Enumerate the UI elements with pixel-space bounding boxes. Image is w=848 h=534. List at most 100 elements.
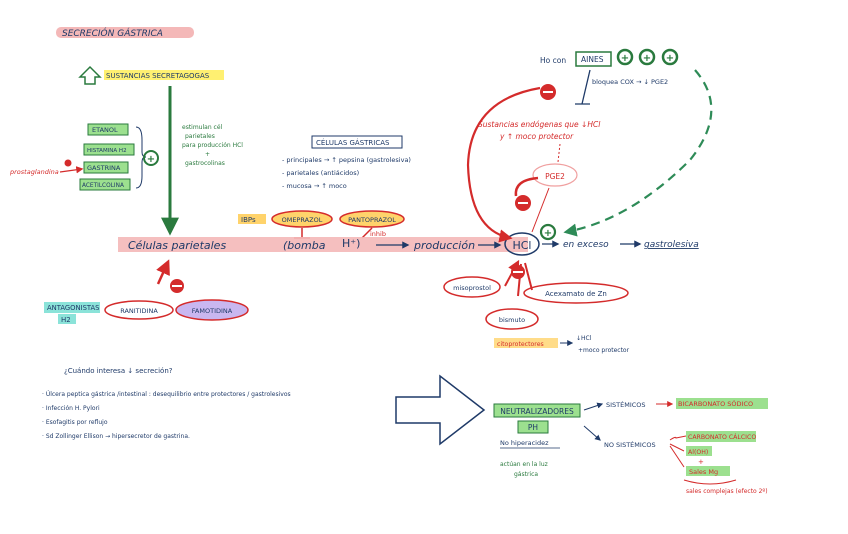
aines-prefix: Ho con: [540, 56, 566, 65]
production-label: producción: [413, 239, 475, 252]
aloh-highlight: [686, 446, 712, 456]
parietal-cells: Células parietales: [128, 239, 226, 252]
question-item: · Sd Zollinger Ellison → hipersecretor d…: [42, 433, 190, 440]
plus-sign: +: [544, 228, 552, 239]
pge2-to-hcl: [531, 187, 550, 233]
triple-plus-icons: + + +: [616, 48, 679, 66]
systemic-label: SISTÉMICOS: [606, 400, 646, 409]
question-item: · Infección H. Pylori: [42, 405, 100, 412]
omeprazol-pill: [271, 210, 333, 228]
stimulus-item: GASTRINA: [87, 164, 121, 172]
hplus-label: H⁺): [342, 237, 360, 250]
protector-arrow: [524, 262, 533, 291]
neutralizers-note: No hiperacidez: [500, 439, 549, 447]
ibp-label: IBPs: [241, 216, 256, 224]
note-line: gastrocolinas: [185, 160, 225, 167]
question-item: · Esofagitis por reflujo: [42, 419, 108, 426]
main-line-highlight: [118, 237, 528, 252]
big-outline-arrow-icon: [395, 374, 486, 446]
minus-sign: [172, 285, 182, 287]
endogenous-line-1: Sustancias endógenas que ↓HCl: [478, 120, 601, 129]
aines-stimulation-dashed: [563, 69, 713, 237]
neutralizers-label: NEUTRALIZADORES: [500, 407, 574, 416]
plus-circle-icon: [143, 150, 159, 166]
stimulus-box: [87, 123, 129, 136]
misoprostol-label: misoprostol: [453, 284, 491, 292]
h2-antagonist-arrow: [156, 259, 170, 285]
stimulus-box: [83, 161, 129, 174]
hcl-label: HCl: [512, 239, 531, 252]
stimulus-item: ACETILCOLINA: [82, 183, 124, 189]
nonsystemic-drug: CARBONATO CÁLCICO: [688, 432, 756, 441]
ph-box: [517, 420, 549, 434]
stimuli-list: ETANOL HISTAMINA H2 GASTRINA ACETILCOLIN…: [79, 123, 135, 191]
page-title: SECRECIÓN GÁSTRICA: [62, 27, 163, 39]
question-item: · Úlcera peptica gástrica /intestinal : …: [42, 391, 291, 398]
nonsystemic-arrow: [583, 425, 601, 441]
minus-dot-icon: [64, 159, 72, 167]
antagonists-highlight: [44, 302, 100, 313]
gastrolesive-label: gastrolesiva: [644, 240, 699, 250]
systemic-arrow: [583, 402, 604, 411]
stimulation-note: estimulan cél parietales para producción…: [182, 124, 243, 167]
nonsystemic-branch: [669, 435, 687, 441]
misoprostol-pill: [443, 276, 501, 298]
aines-box: [575, 51, 612, 67]
note-line: para producción HCl: [182, 142, 243, 149]
title-highlight: [56, 27, 194, 38]
bicarbonate-label: BICARBONATO SÓDICO: [678, 399, 753, 408]
prostaglandin-label: prostaglandina: [9, 168, 59, 176]
note-line: parietales: [185, 133, 215, 140]
minus-sign: [513, 271, 523, 273]
pantoprazol-pill: [339, 210, 405, 228]
plus-circle-icon: [616, 48, 634, 66]
secretagogues-label: SUSTANCIAS SECRETAGOGAS: [106, 72, 210, 80]
acexamato-pill: [523, 282, 629, 304]
ranitidina-pill: [104, 300, 174, 320]
minus-sign: [518, 202, 528, 204]
neutralizers-note: gástrica: [514, 471, 538, 478]
plus-sign: +: [666, 53, 674, 64]
stimulus-item: ETANOL: [92, 126, 118, 134]
ph-label: PH: [528, 423, 538, 432]
neutralizers-box: [493, 403, 581, 418]
mg-highlight: [686, 466, 730, 476]
aines-block-line: [575, 69, 591, 105]
omeprazol-label: OMEPRAZOL: [282, 216, 323, 224]
plus-sign: +: [643, 53, 651, 64]
prostaglandin-arrow: [59, 166, 84, 174]
aines-effect: bloquea COX → ↓ PGE2: [592, 78, 668, 86]
outline-up-arrow-icon: [78, 65, 102, 85]
aines-label: AINES: [581, 55, 604, 64]
bismuto-pill: [485, 308, 539, 330]
gastric-cells-box: [311, 135, 403, 149]
nonsystemic-drug: Sales Mg: [689, 468, 718, 476]
excess-label: en exceso: [563, 240, 609, 250]
negative-feedback-curve: [466, 86, 541, 243]
cytoprotectors-label: citoprotectores: [497, 341, 544, 348]
bicarbonate-highlight: [676, 398, 768, 409]
note-line: estimulan cél: [182, 124, 223, 131]
ibp-inhibit-bar: [294, 228, 310, 239]
note-line: +: [205, 151, 210, 158]
neutralizers-note: actúan en la luz: [500, 461, 548, 468]
famotidina-pill: [175, 299, 249, 321]
complex-brace: [683, 479, 737, 485]
stimulus-box: [83, 143, 135, 156]
stimuli-brace: [135, 126, 147, 189]
nonsystemic-drug: Al(OH): [688, 449, 708, 456]
famotidina-label: FAMOTIDINA: [192, 307, 233, 315]
h2-highlight: [58, 314, 76, 324]
cytoprotectors-highlight: [494, 338, 558, 348]
pge2-ellipse: [532, 163, 578, 187]
acexamato-label: Acexamato de Zn: [545, 290, 607, 298]
cytoprotectors-effect: +moco protector: [578, 347, 630, 354]
gastric-cell-item: - principales → ↑ pepsina (gastrolesiva): [282, 156, 411, 164]
gastric-cell-item: - mucosa → ↑ moco: [282, 182, 347, 190]
pge2-curve: [514, 176, 539, 197]
bismuto-label: bismuto: [499, 316, 525, 324]
antagonists-label: ANTAGONISTAS: [47, 304, 100, 312]
minus-sign: [543, 91, 553, 93]
